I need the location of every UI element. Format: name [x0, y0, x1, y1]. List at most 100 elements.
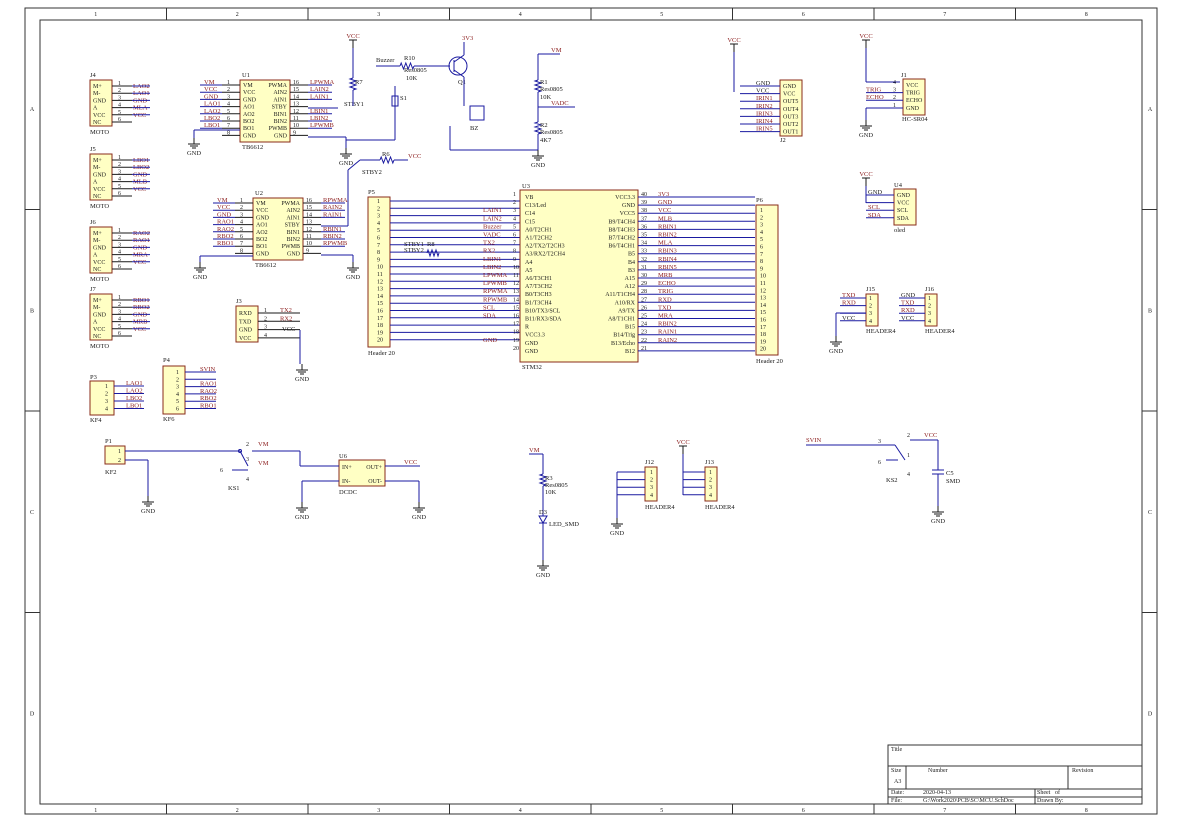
pin-number: 1: [928, 296, 931, 302]
zone-column-top: 3: [377, 12, 380, 18]
pin-name: GND: [525, 349, 539, 355]
vm-label: VM: [258, 441, 269, 448]
pin-number: 3: [878, 439, 881, 445]
vcc-label: VCC: [404, 459, 417, 466]
pin-number: 22: [641, 338, 647, 344]
net-label: RBIN5: [658, 264, 677, 271]
net-label: VADC: [483, 232, 501, 239]
pin-number: 21: [641, 346, 647, 352]
switch-ref: S1: [400, 95, 407, 102]
net-label: RAO1: [200, 381, 217, 388]
pin-number: 3: [264, 325, 267, 331]
pin-name: C13/Led: [525, 203, 546, 209]
pin-number: 9: [306, 248, 309, 254]
pin-name: M+: [93, 158, 102, 164]
net-label: GND: [756, 80, 770, 87]
svin-label: SVIN: [806, 437, 821, 444]
resistor-ref: R1: [540, 79, 548, 86]
pin-name: A2/TX2/T2CH3: [525, 244, 565, 250]
pin-name: GND: [525, 341, 539, 347]
connector-body: [89, 153, 113, 201]
pin-number: 4: [240, 220, 243, 226]
ground-symbol: GND: [931, 506, 945, 525]
pin-name: SCL: [897, 208, 908, 214]
pin-name: VM: [256, 201, 266, 207]
zone-column-bottom: 1: [94, 808, 97, 814]
size-value: A3: [894, 779, 901, 785]
resistor-ref: R8: [427, 241, 435, 248]
pin-number: 2: [893, 95, 896, 101]
pin-number: 14: [293, 94, 299, 100]
pin-name: RXD: [239, 311, 252, 317]
sensor-connectors: VCCGNDGNDVCCVCCOUT5IRIN1OUT4IRIN2OUT3IRI…: [727, 33, 955, 355]
net-label: LPWMB: [483, 280, 508, 287]
header-ref: J12: [645, 459, 654, 466]
net-label: RBO1: [200, 403, 217, 410]
pin-number: 14: [760, 303, 766, 309]
pin-name: GND: [243, 97, 257, 103]
pin-number: 24: [641, 322, 647, 328]
pin-number: 12: [513, 281, 519, 287]
pin-number: 2: [907, 433, 910, 439]
power-port: VCC: [346, 33, 360, 48]
net-label: RAIN2: [323, 204, 342, 211]
pin-number: 6: [118, 331, 121, 337]
chip-body: [239, 79, 291, 143]
switch-lever: [239, 450, 249, 467]
pin-number: 11: [306, 234, 312, 240]
pin-number: 14: [377, 294, 383, 300]
ground-symbol: GND: [859, 120, 873, 139]
pin-number: 27: [641, 297, 647, 303]
pin-number: 4: [928, 319, 931, 325]
zone-column-bottom: 2: [236, 808, 239, 814]
pin-number: 4: [513, 216, 516, 222]
pin-number: 1: [105, 384, 108, 390]
pin-name: A12: [625, 284, 635, 290]
net-label: SDA: [483, 313, 496, 320]
zone-column-top: 2: [236, 12, 239, 18]
pin-number: 9: [760, 266, 763, 272]
pin-number: 5: [118, 257, 121, 263]
pin-name: A6/T3CH1: [525, 276, 552, 282]
net-label: IRIN2: [756, 103, 773, 110]
header-body: [779, 79, 803, 137]
net-label: RXD: [658, 296, 672, 303]
resistor-symbol: [348, 77, 358, 91]
pin-number: 18: [760, 332, 766, 338]
net-label: MRA: [658, 313, 673, 320]
pin-number: 15: [377, 301, 383, 307]
net-label: RPWMB: [483, 296, 508, 303]
pin-number: 3: [118, 309, 121, 315]
pin-number: 5: [176, 399, 179, 405]
pin-name: A7/T3CH2: [525, 284, 552, 290]
header-ref: J16: [925, 286, 935, 293]
stby2-net: STBY2: [404, 247, 424, 254]
stm32-block: P51234567891011121314151617181920Header …: [367, 183, 783, 371]
pin-number: 2: [118, 302, 121, 308]
header-body: [902, 78, 926, 116]
pin-number: 1: [118, 228, 121, 234]
pin-number: 13: [306, 220, 312, 226]
zone-column-top: 5: [660, 12, 663, 18]
header-p5: P51234567891011121314151617181920Header …: [367, 189, 520, 357]
vm-label: VM: [529, 447, 540, 454]
pin-number: 2: [650, 478, 653, 484]
net-label: LBIN1: [310, 108, 328, 115]
net-label: VCC: [842, 315, 855, 322]
transistor-body: [448, 56, 468, 76]
net-label: RAIN2: [658, 337, 677, 344]
net-label: VM: [217, 197, 228, 204]
net-label: IRIN4: [756, 118, 773, 125]
resistor-value2: 10K: [406, 75, 418, 82]
pin-name: GND: [274, 133, 288, 139]
pin-number: 36: [641, 224, 647, 230]
pin-name: B7/T4CH2: [608, 236, 635, 242]
resistor-value: Res0805: [540, 129, 563, 136]
ground-symbol: GND: [187, 138, 201, 157]
pin-name: PWMB: [282, 244, 300, 250]
